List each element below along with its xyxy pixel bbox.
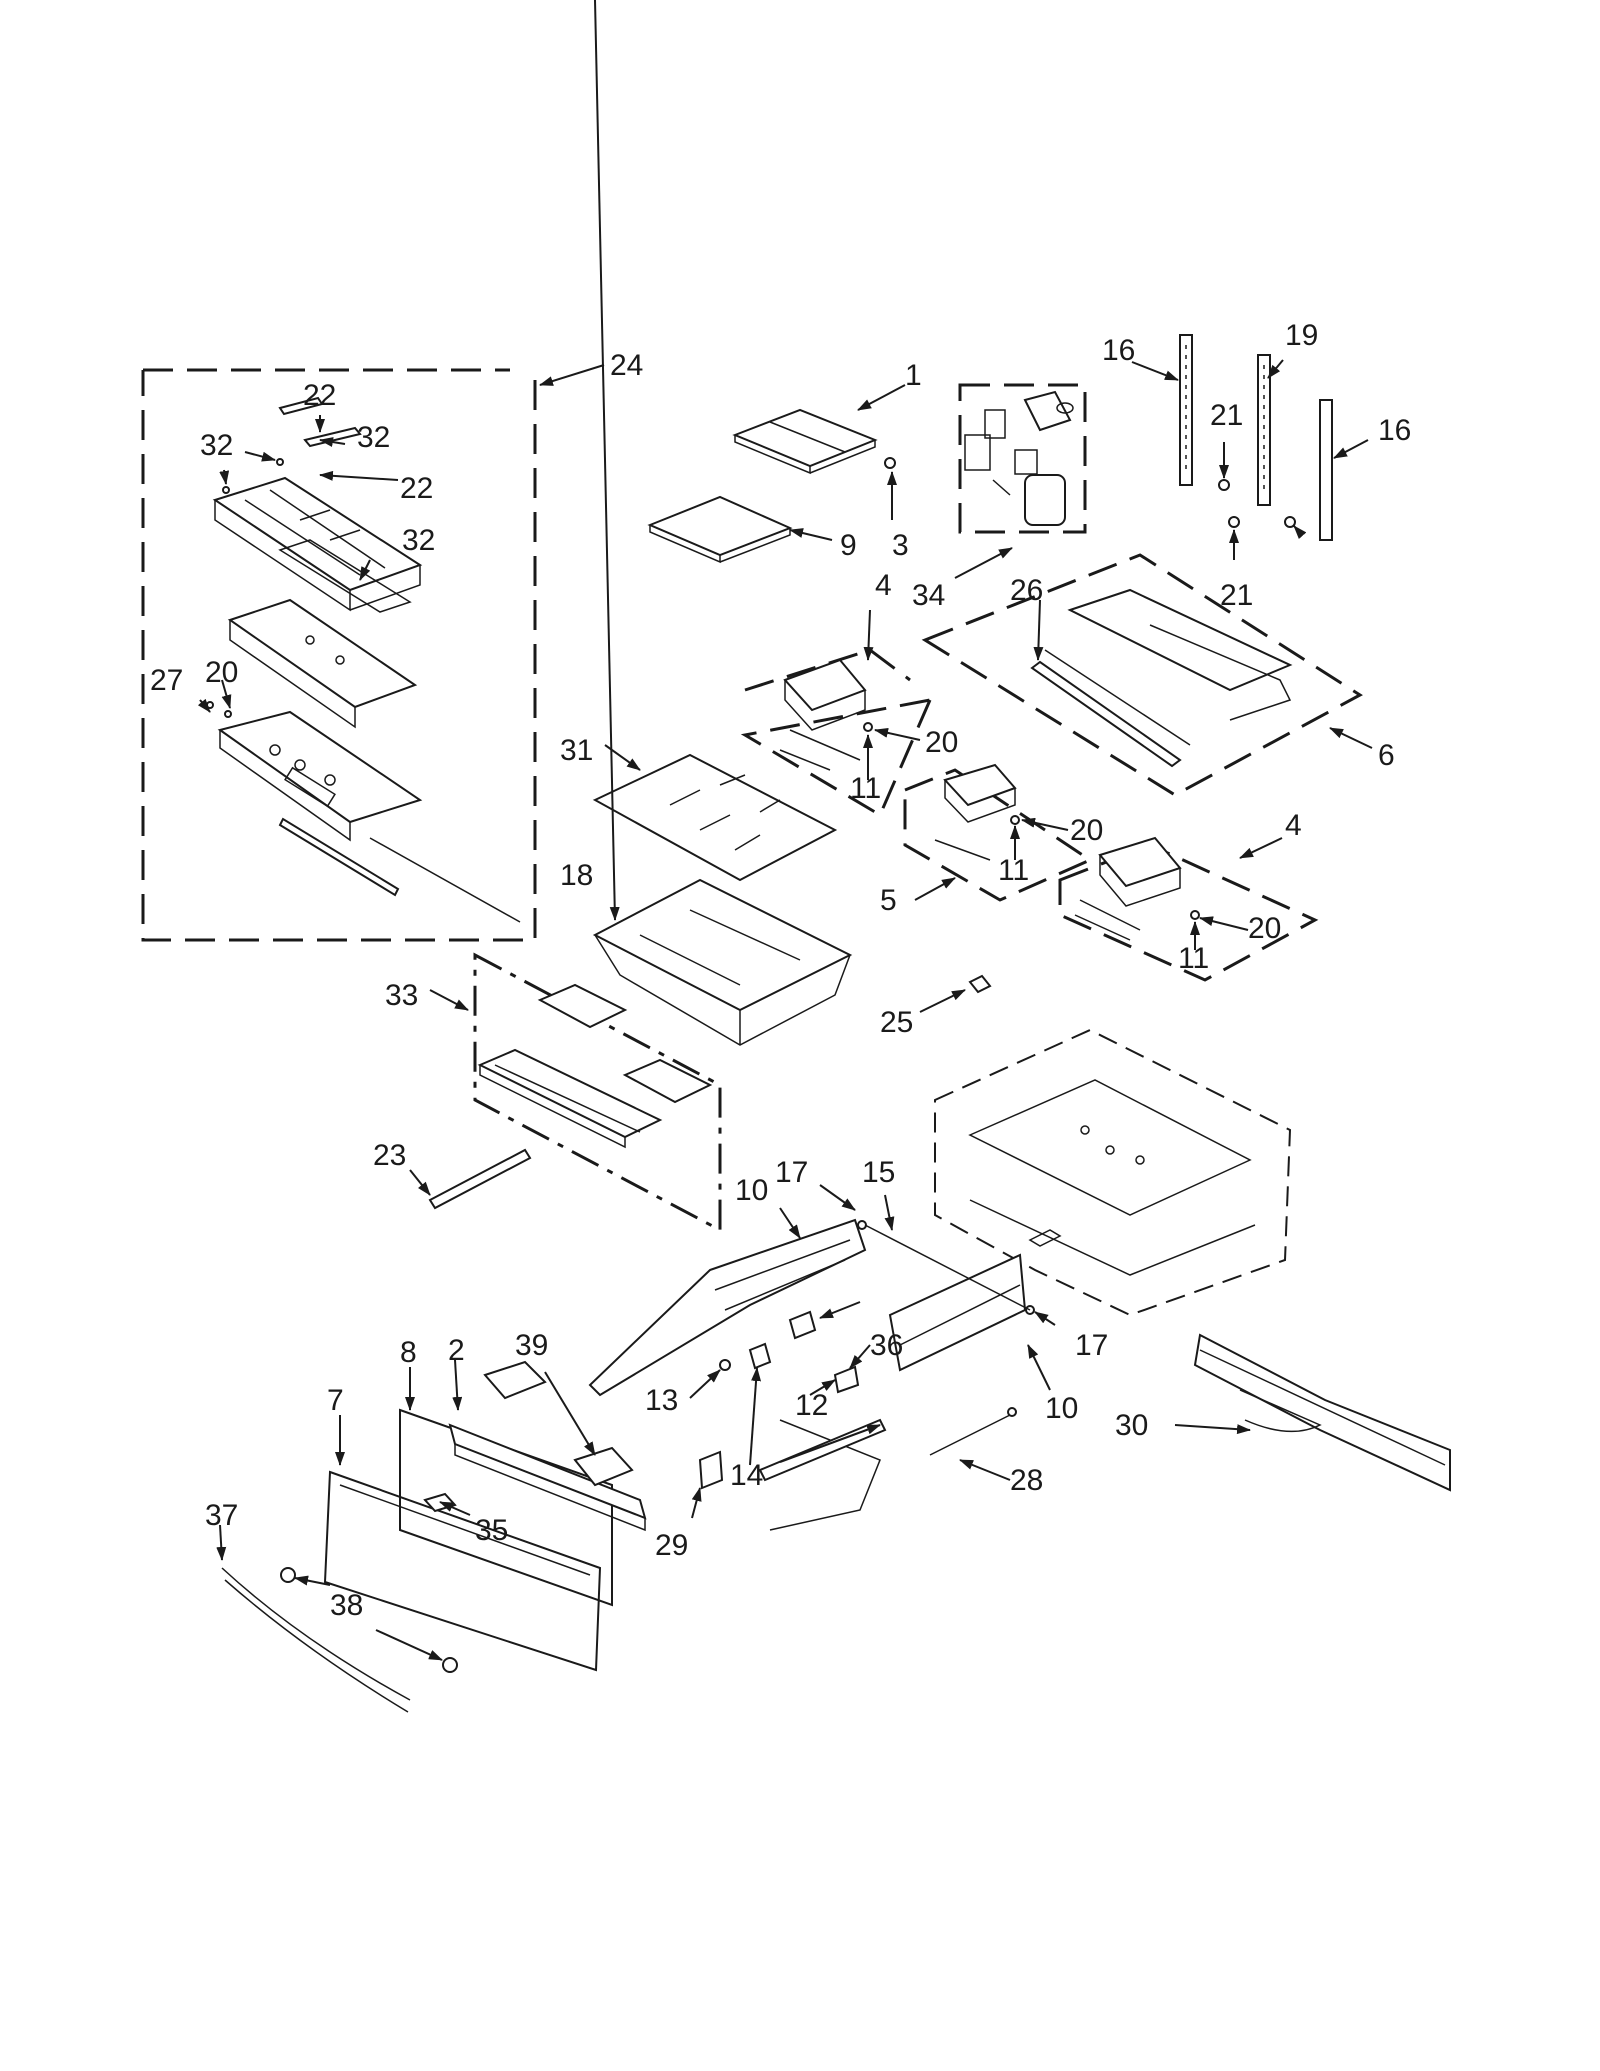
slide-30 bbox=[1174, 1333, 1451, 1492]
callout-label: 1 bbox=[905, 359, 922, 392]
callout-label: 28 bbox=[1010, 1464, 1043, 1497]
callout-label: 38 bbox=[330, 1589, 363, 1622]
callout-label: 4 bbox=[1285, 809, 1302, 842]
callout-label: 13 bbox=[645, 1384, 678, 1417]
callout-label: 36 bbox=[870, 1329, 903, 1362]
callout-label: 20 bbox=[925, 726, 958, 759]
assembly-24-group bbox=[141, 364, 605, 942]
cabinet-outline bbox=[934, 1028, 1292, 1317]
callout-label: 14 bbox=[730, 1459, 763, 1492]
callout-label: 10 bbox=[1045, 1392, 1078, 1425]
callout-label: 17 bbox=[775, 1156, 808, 1189]
callout-label: 18 bbox=[560, 859, 593, 892]
callout-label: 26 bbox=[1010, 574, 1043, 607]
callout-label: 33 bbox=[385, 979, 418, 1012]
callout-label: 32 bbox=[402, 524, 435, 557]
callout-label: 12 bbox=[795, 1389, 828, 1422]
callout-label: 4 bbox=[875, 569, 892, 602]
callout-label: 11 bbox=[998, 854, 1029, 887]
callout-label: 2 bbox=[448, 1334, 465, 1367]
callout-label: 3 bbox=[892, 529, 909, 562]
callout-label: 34 bbox=[912, 579, 945, 612]
callout-label: 15 bbox=[862, 1156, 895, 1189]
callout-label: 29 bbox=[655, 1529, 688, 1562]
callout-label: 16 bbox=[1102, 334, 1135, 367]
callout-label: 23 bbox=[373, 1139, 406, 1172]
callout-label: 22 bbox=[400, 472, 433, 505]
callout-label: 7 bbox=[327, 1384, 344, 1417]
callout-label: 24 bbox=[610, 349, 643, 382]
callout-label: 31 bbox=[560, 734, 593, 767]
callout-label: 16 bbox=[1378, 414, 1411, 447]
callout-label: 21 bbox=[1210, 399, 1243, 432]
callout-label: 27 bbox=[150, 664, 183, 697]
callout-label: 10 bbox=[735, 1174, 768, 1207]
callout-label: 21 bbox=[1220, 579, 1253, 612]
kit-34 bbox=[954, 383, 1087, 579]
drawer-front bbox=[216, 1359, 647, 1713]
shelves-1-9 bbox=[647, 384, 906, 564]
callout-label: 20 bbox=[1070, 814, 1103, 847]
callout-label: 25 bbox=[880, 1006, 913, 1039]
callout-label: 32 bbox=[200, 429, 233, 462]
drawer-slides bbox=[588, 1184, 1056, 1531]
callout-label: 22 bbox=[303, 379, 336, 412]
callout-label: 35 bbox=[475, 1514, 508, 1547]
callout-label: 8 bbox=[400, 1336, 417, 1369]
callout-label: 9 bbox=[840, 529, 857, 562]
callout-label: 32 bbox=[357, 421, 390, 454]
callout-label: 11 bbox=[1178, 942, 1209, 975]
bins-4-5 bbox=[740, 609, 1319, 982]
callout-label: 37 bbox=[205, 1499, 238, 1532]
callout-label: 39 bbox=[515, 1329, 548, 1362]
shelf-assembly-6 bbox=[921, 553, 1373, 797]
callout-label: 30 bbox=[1115, 1409, 1148, 1442]
callout-label: 6 bbox=[1378, 739, 1395, 772]
glass-bin-31-18 bbox=[592, 0, 992, 1046]
rails-16-19-21 bbox=[1131, 334, 1369, 560]
callout-label: 17 bbox=[1075, 1329, 1108, 1362]
group-33-23 bbox=[409, 952, 722, 1233]
callout-label: 20 bbox=[1248, 912, 1281, 945]
callout-label: 11 bbox=[850, 772, 881, 805]
callout-label: 19 bbox=[1285, 319, 1318, 352]
callout-label: 20 bbox=[205, 656, 238, 689]
callout-labels: 1 2 3 4 4 5 6 7 8 9 10 10 11 11 11 12 13… bbox=[150, 319, 1411, 1622]
callout-label: 5 bbox=[880, 884, 897, 917]
